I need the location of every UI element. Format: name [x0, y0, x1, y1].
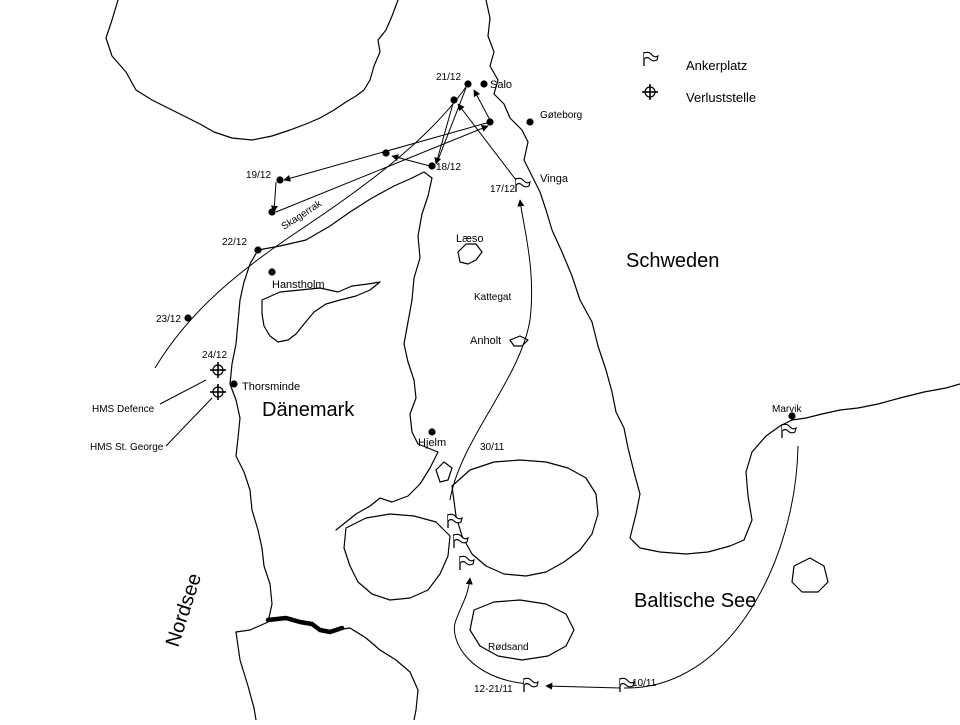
- legend-loss-label: Verluststelle: [686, 90, 756, 105]
- crosshair-icon: [641, 83, 659, 101]
- dot-icon: [480, 80, 488, 88]
- dot-icon: [276, 176, 284, 184]
- label-date-10-11: 10/11: [632, 678, 657, 689]
- label-skagerrak: Skagerrak: [280, 198, 325, 233]
- island-samso: [435, 461, 453, 483]
- anchorages: [447, 177, 797, 693]
- legend: Ankerplatz Verluststelle: [641, 51, 756, 105]
- dot-icon: [788, 412, 796, 420]
- island-laeso: [457, 243, 483, 265]
- route-rodsand-leg: [545, 682, 621, 690]
- dot-icon: [230, 380, 238, 388]
- dot-icon: [268, 208, 276, 216]
- route-skagerrak-arc: [154, 83, 469, 369]
- label-north-sea: Nordsee: [162, 571, 206, 650]
- label-date-30-11: 30/11: [480, 442, 505, 453]
- german-border: [265, 615, 345, 635]
- dot-icon: [428, 162, 436, 170]
- label-hms-defence: HMS Defence: [92, 404, 155, 415]
- flag-icon: [643, 51, 659, 67]
- coast-lolland: [469, 599, 575, 661]
- crosshair-icon: [209, 361, 227, 379]
- dot-icon: [254, 246, 262, 254]
- label-hjelm: Hjelm: [418, 437, 446, 449]
- dot-icon: [382, 149, 390, 157]
- flag-icon: [515, 177, 531, 193]
- coast-jutland-west: [229, 249, 273, 633]
- label-goteborg: Gøteborg: [540, 110, 582, 121]
- label-date-23-12: 23/12: [156, 314, 181, 325]
- label-denmark: Dänemark: [262, 399, 355, 421]
- coast-jutland-east: [257, 171, 439, 531]
- coastlines: [105, 0, 960, 721]
- label-sweden: Schweden: [626, 250, 719, 272]
- flag-icon: [459, 555, 475, 571]
- loss-sites: [209, 361, 227, 401]
- route-belt: [454, 577, 531, 685]
- label-date-17-12: 17/12: [490, 184, 515, 195]
- dot-icon: [464, 80, 472, 88]
- flag-icon: [453, 533, 469, 549]
- label-hms-st-george: HMS St. George: [90, 442, 164, 453]
- label-marvik: Marvik: [772, 404, 802, 415]
- route-kattegat-north: [449, 199, 533, 501]
- leader-defence: [159, 379, 207, 405]
- dot-icon: [526, 118, 534, 126]
- coast-sweden-west: [485, 0, 745, 555]
- dot-icon: [428, 428, 436, 436]
- label-date-19-12: 19/12: [246, 170, 271, 181]
- route-19-down: [270, 181, 278, 213]
- legend-anchorage-label: Ankerplatz: [686, 58, 747, 73]
- island-anholt: [509, 335, 529, 347]
- coast-south-east: [335, 627, 419, 721]
- coast-funen: [343, 513, 451, 601]
- flag-icon: [447, 513, 463, 529]
- label-thorsminde: Thorsminde: [242, 381, 300, 393]
- label-laeso: Læso: [456, 233, 484, 245]
- route-21-18: [434, 99, 455, 165]
- island-bornholm: [791, 557, 829, 593]
- dot-icon: [450, 96, 458, 104]
- coast-norway: [105, 0, 399, 141]
- points: [184, 80, 796, 436]
- label-kattegat: Kattegat: [474, 292, 511, 303]
- route-19-back: [275, 125, 489, 213]
- label-date-24-12: 24/12: [202, 350, 227, 361]
- label-anholt: Anholt: [470, 335, 501, 347]
- label-date-12-21-11: 12-21/11: [474, 684, 513, 695]
- dot-icon: [184, 314, 192, 322]
- label-salo: Salo: [490, 79, 512, 91]
- coast-south: [235, 631, 257, 721]
- route-18-up: [437, 87, 467, 161]
- label-hanstholm: Hanstholm: [272, 279, 325, 291]
- flag-icon: [523, 677, 539, 693]
- label-date-21-12: 21/12: [436, 72, 461, 83]
- label-vinga: Vinga: [540, 173, 569, 185]
- coast-limfjord: [261, 281, 381, 343]
- label-baltic: Baltische See: [634, 590, 756, 612]
- coast-zealand: [451, 459, 599, 577]
- flag-icon: [781, 423, 797, 439]
- label-date-22-12: 22/12: [222, 237, 247, 248]
- route-salo-down: [473, 89, 491, 121]
- dot-icon: [486, 118, 494, 126]
- route-mid: [391, 154, 431, 167]
- leader-st-george: [165, 397, 213, 447]
- coast-sweden-east: [743, 383, 960, 541]
- label-rodsand: Rødsand: [488, 642, 529, 653]
- crosshair-icon: [209, 383, 227, 401]
- route-baltic: [623, 445, 799, 689]
- label-date-18-12: 18/12: [436, 162, 461, 173]
- route-vinga-salo: [457, 103, 517, 181]
- dot-icon: [268, 268, 276, 276]
